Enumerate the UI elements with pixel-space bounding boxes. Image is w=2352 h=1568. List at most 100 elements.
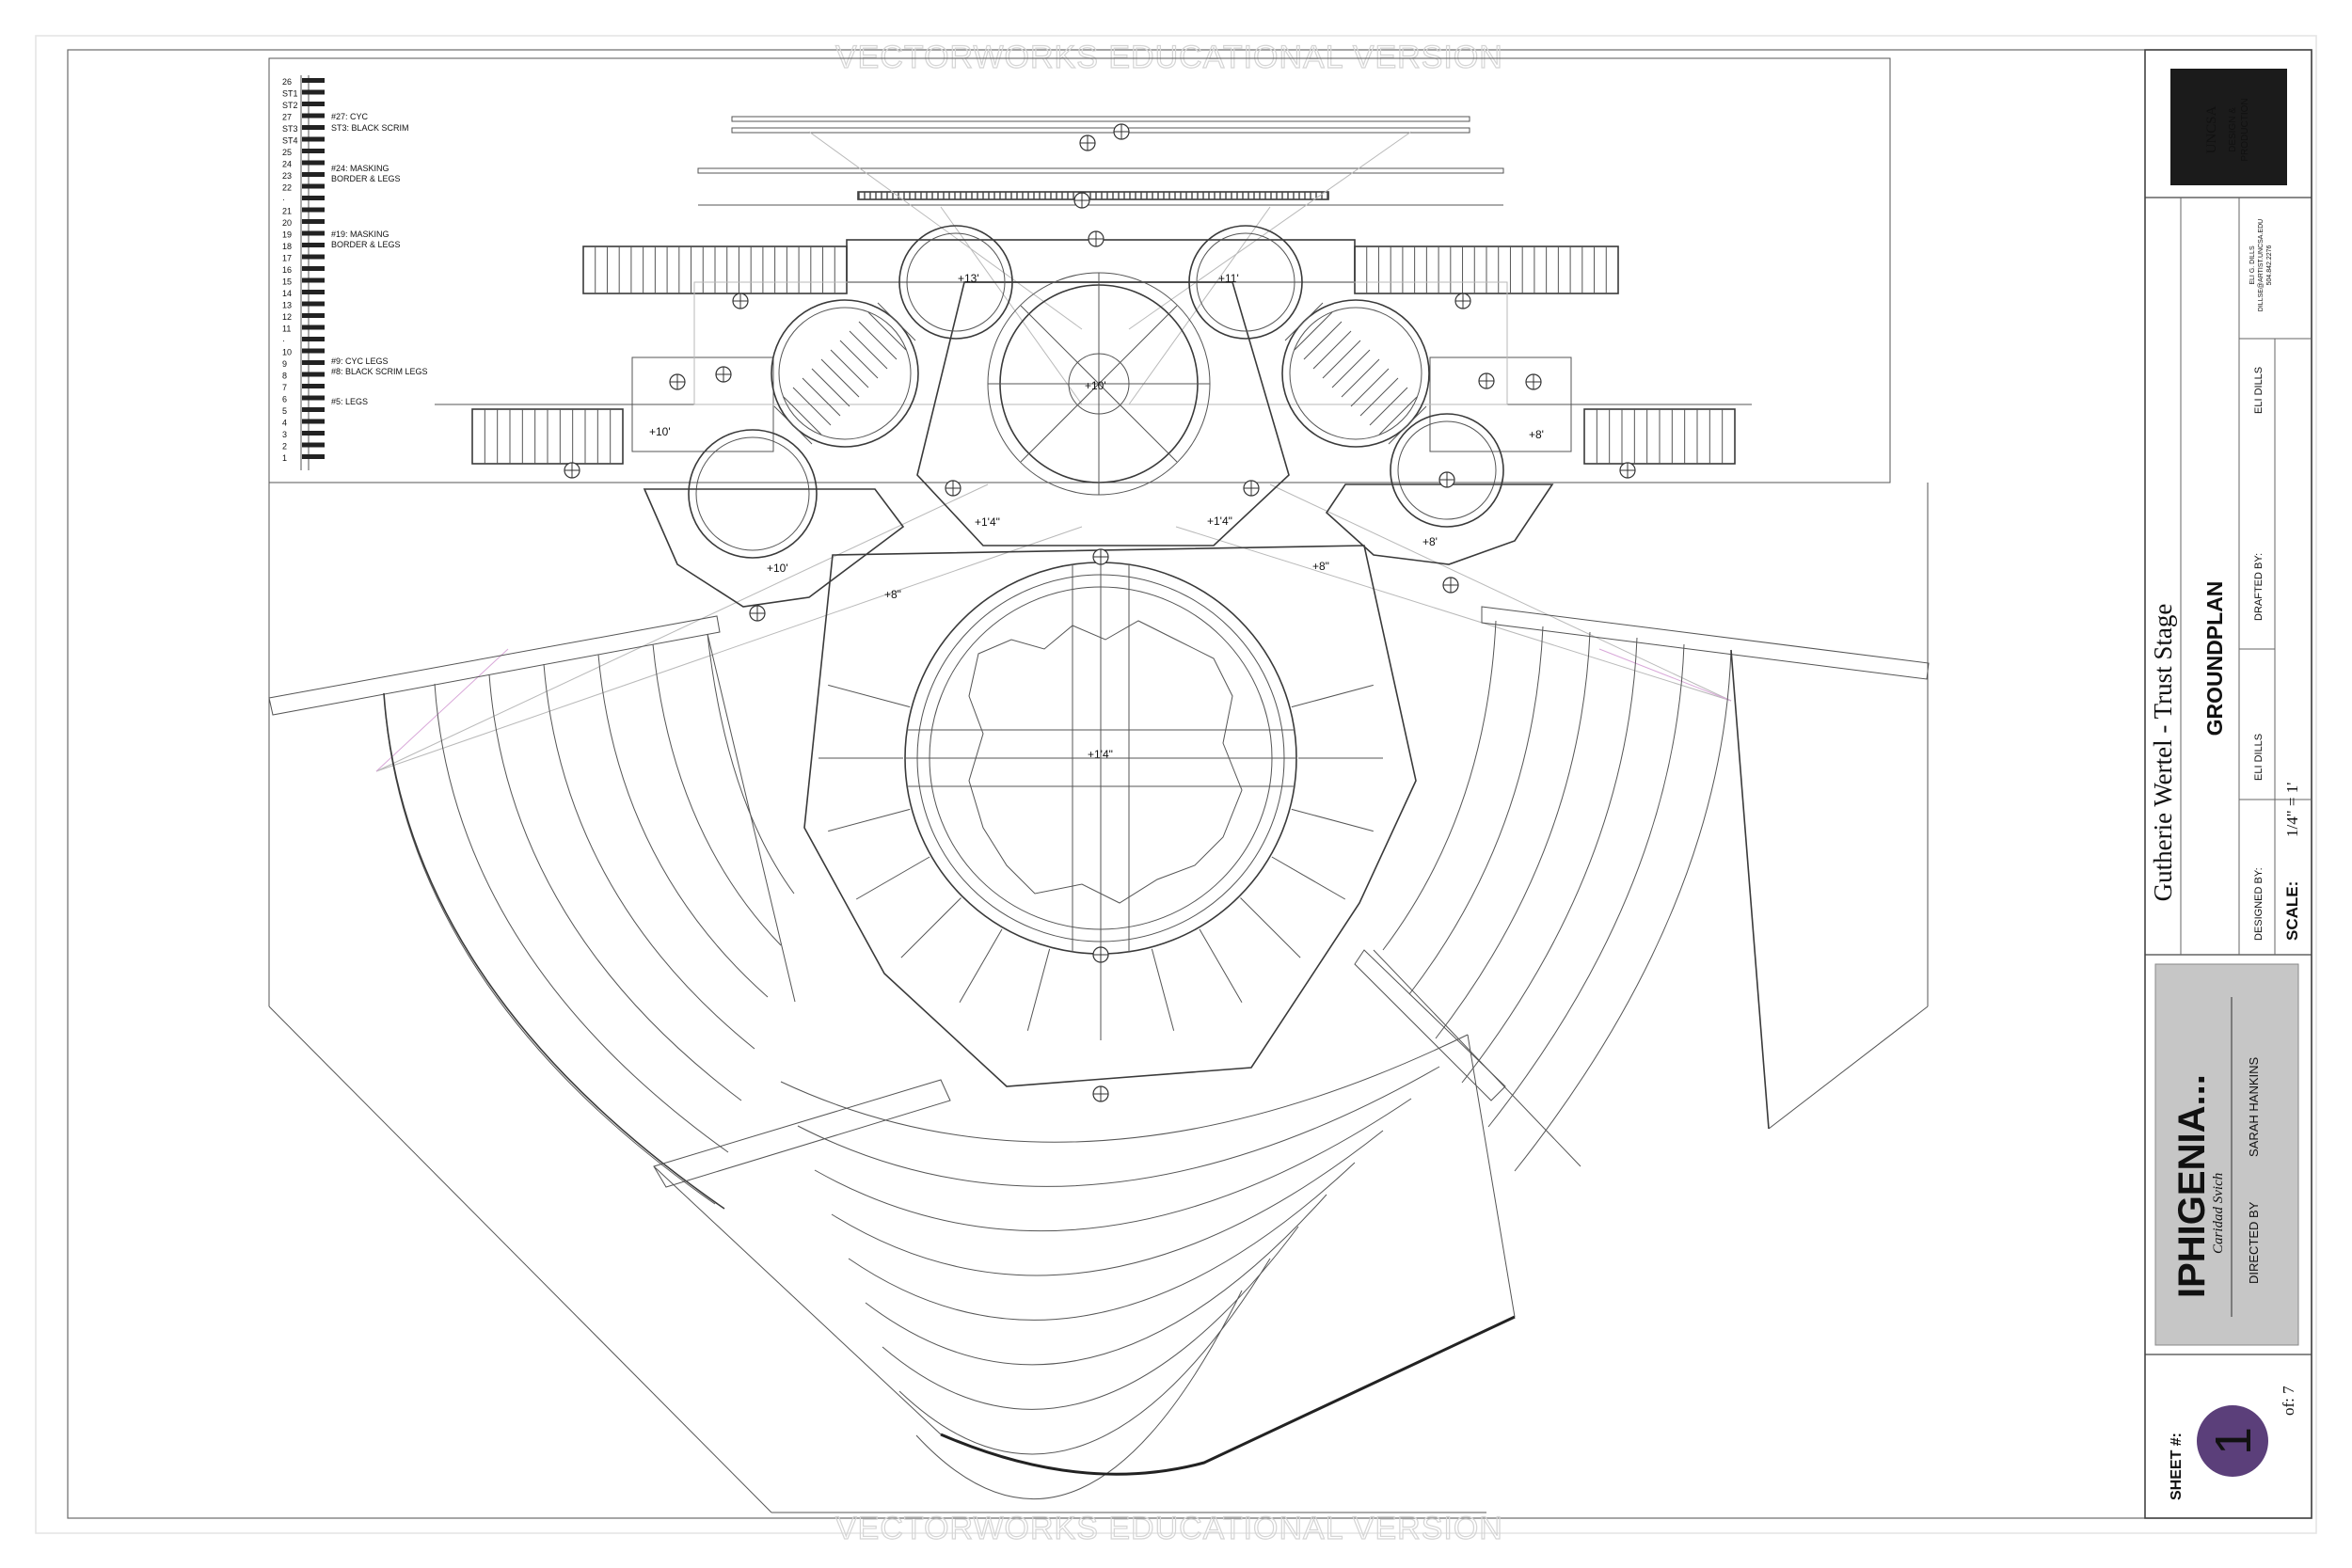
lineset-number: 22 (282, 183, 292, 193)
lineset-number: 18 (282, 242, 292, 251)
elev-14-center: +1'4" (1088, 748, 1113, 761)
lineset-number: · (282, 336, 285, 345)
lineset-number: 20 (282, 218, 292, 228)
seating-left (268, 615, 796, 1210)
drawing-border (67, 49, 2312, 1519)
house-diagonal-right (1768, 1006, 1929, 1130)
svg-text:GROUNDPLAN: GROUNDPLAN (2202, 581, 2227, 736)
lineset-number: ST1 (282, 89, 298, 99)
seating-right (1373, 606, 1930, 1172)
show-title-band: IPHIGENIA... Caridad Svich DIRECTED BY S… (2154, 963, 2299, 1346)
playwright: Caridad Svich (2211, 1173, 2226, 1254)
flown-pieces (697, 116, 1504, 206)
lineset-number: 10 (282, 348, 292, 357)
elev-14-right: +1'4" (1207, 515, 1232, 528)
elev-8-ramp-right: +8" (1312, 560, 1329, 573)
elev-8-right: +8' (1529, 428, 1544, 441)
elev-11: +11' (1218, 272, 1239, 285)
title-block (2144, 49, 2312, 1519)
lineset-number: 7 (282, 383, 287, 392)
seating-center (653, 949, 1516, 1499)
sheet-number: 1 (2205, 1427, 2262, 1455)
svg-text:SHEET #:: SHEET #: (2169, 1433, 2185, 1500)
lineset-number: 2 (282, 442, 287, 451)
lineset-number: · (282, 195, 285, 204)
lineset-number: ST2 (282, 101, 298, 110)
elev-10-lower: +10' (767, 562, 788, 575)
svg-text:SCALE:: SCALE: (2283, 881, 2301, 941)
elev-10-left: +10' (649, 425, 671, 438)
lineset-label-3a: #19: MASKING (331, 230, 389, 239)
svg-text:ELI DILLS: ELI DILLS (2253, 734, 2265, 781)
lineset-number: 26 (282, 77, 292, 87)
towers (688, 225, 1504, 559)
stair-upper-right (1354, 245, 1619, 294)
lineset-number: 15 (282, 277, 292, 287)
uncsa-logo: UNCSA DESIGN & PRODUCTION (2170, 69, 2287, 185)
sightlines (375, 131, 1732, 772)
lineset-number: ST3 (282, 124, 298, 134)
svg-text:DESIGNED BY:: DESIGNED BY: (2253, 867, 2265, 941)
lineset-number: 1 (282, 453, 287, 463)
lineset-label-3b: BORDER & LEGS (331, 240, 401, 249)
lineset-label-5a: #5: LEGS (331, 397, 368, 406)
lineset-number: 12 (282, 312, 292, 322)
spike-markers (564, 123, 1636, 1102)
lineset-label-4a: #9: CYC LEGS (331, 356, 389, 366)
lineset-label-1b: ST3: BLACK SCRIM (331, 123, 409, 133)
upper-center-platform (916, 272, 1290, 546)
lineset-labels: #27: CYC ST3: BLACK SCRIM #24: MASKING B… (331, 112, 428, 406)
lineset-number: 5 (282, 406, 287, 416)
elev-10-center: +10' (1085, 379, 1106, 392)
logo-sub2: PRODUCTION (2240, 98, 2250, 161)
lineset-number: 17 (282, 254, 292, 263)
lineset-numbers: 26ST1ST227ST3ST425242322·212019181716151… (282, 77, 325, 463)
lineset-label-2a: #24: MASKING (331, 164, 389, 173)
svg-text:ELI G. DILLS: ELI G. DILLS (2249, 245, 2256, 285)
lineset-number: 25 (282, 148, 292, 157)
lineset-number: 3 (282, 430, 287, 439)
lineset-label-2b: BORDER & LEGS (331, 174, 401, 183)
elev-8-lower: +8' (1422, 535, 1438, 548)
credits: DESIGNED BY: ELI DILLS DRAFTED BY: ELI D… (2253, 367, 2301, 941)
sheet-number-badge (2197, 1405, 2268, 1477)
lineset-number: 13 (282, 301, 292, 310)
designer-contact: ELI G. DILLS DILLSE@ARTIST.UNCSA.EDU 504… (2249, 219, 2273, 311)
house-diagonal-left (268, 1006, 772, 1513)
elevation-labels: +13' +11' +10' +10' +8' +1'4" +1'4" +10'… (649, 272, 1544, 761)
logo-text: UNCSA (2204, 105, 2219, 153)
svg-text:ELI DILLS: ELI DILLS (2253, 367, 2265, 414)
sheet-total: of: 7 (2280, 1386, 2297, 1416)
svg-text:DILLSE@ARTIST.UNCSA.EDU: DILLSE@ARTIST.UNCSA.EDU (2258, 219, 2265, 311)
logo-sub1: DESIGN & (2228, 107, 2238, 152)
elev-8-ramp-left: +8" (884, 588, 901, 601)
stair-lower-right (1583, 408, 1736, 465)
side-platforms (643, 483, 1554, 608)
sheet-title: GROUNDPLAN (2202, 581, 2227, 736)
lineset-number: 23 (282, 171, 292, 181)
lineset-number: 16 (282, 265, 292, 275)
lineset-number: 11 (282, 325, 291, 334)
lineset-number: 21 (282, 207, 292, 216)
svg-text:SARAH HANKINS: SARAH HANKINS (2247, 1056, 2261, 1157)
lineset-label-4b: #8: BLACK SCRIM LEGS (331, 367, 428, 376)
svg-text:504.842.2276: 504.842.2276 (2266, 245, 2273, 285)
lineset-number: 4 (282, 419, 287, 428)
lineset-number: 14 (282, 289, 292, 298)
watermark-top: VECTORWORKS EDUCATIONAL VERSION (835, 40, 1503, 75)
svg-text:DIRECTED BY: DIRECTED BY (2247, 1201, 2261, 1284)
lineset-number: 8 (282, 372, 287, 381)
watermark-bottom: VECTORWORKS EDUCATIONAL VERSION (835, 1511, 1503, 1546)
venue-title: Gutherie Wertel - Trust Stage (2149, 604, 2177, 902)
lineset-number: 9 (282, 359, 287, 369)
stair-upper-left (582, 245, 848, 294)
svg-text:1/4" = 1': 1/4" = 1' (2283, 783, 2301, 837)
lineset-number: 24 (282, 160, 292, 169)
sheet-outer-border (35, 35, 2317, 1534)
elev-13: +13' (958, 272, 979, 285)
sheet-number-block: SHEET #: 1 of: 7 (2169, 1386, 2297, 1500)
lineset-number: 27 (282, 113, 292, 122)
lineset-number: 19 (282, 230, 292, 240)
lineset-label-1a: #27: CYC (331, 112, 369, 121)
